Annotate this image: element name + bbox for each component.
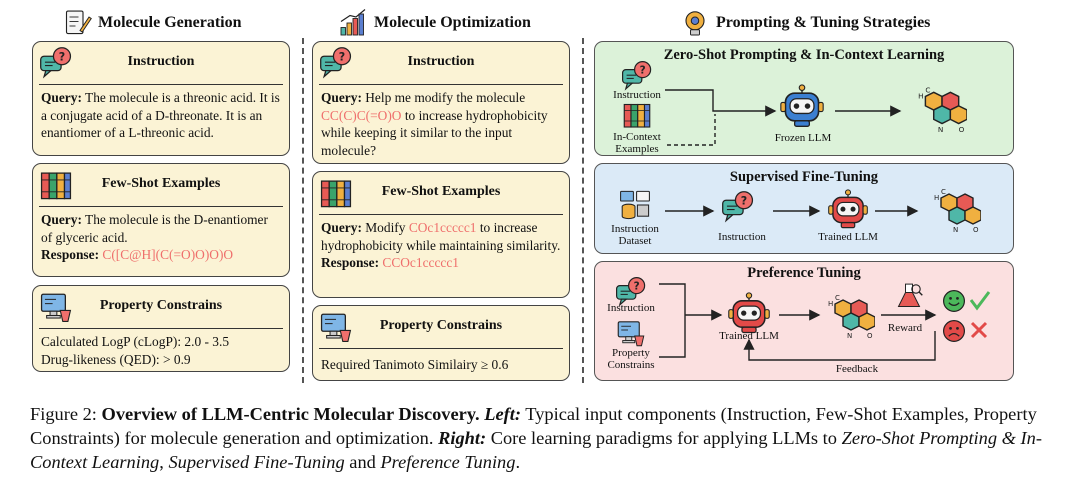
column-title-optimization: Molecule Optimization [374,14,531,31]
card-title: Property Constrains [99,298,223,313]
trained-llm-robot-icon [727,292,771,334]
instruction-chat-icon [615,277,646,306]
optimization-property-body: Required Tanimoto Similairy ≥ 0.6 [321,357,509,372]
generation-instruction-card: Instruction Query: The molecule is a thr… [32,41,290,156]
preference-flow [615,277,991,361]
card-title: Few-Shot Examples [101,176,221,191]
figure-caption: Figure 2: Overview of LLM-Centric Molecu… [30,404,1043,472]
instruction-chat-icon [621,60,652,90]
sft-panel: Supervised Fine-Tuning Instruction Datas… [594,163,1014,254]
generation-property-card: Property Constrains Calculated LogP (cLo… [32,285,290,372]
generation-fewshot-card: Few-Shot Examples Query: The molecule is… [32,163,290,277]
response-smiles: CCOc1ccccc1 [382,255,459,270]
label-instruction: Instruction [718,231,766,243]
label-feedback: Feedback [835,363,879,375]
generation-query: Query: The molecule is a threonic acid. … [41,90,280,140]
label-in-context-examples: In-Context Examples [613,131,661,155]
label-instruction: Instruction [607,302,655,314]
sft-flow [620,187,981,235]
zero-shot-panel: Zero-Shot Prompting & In-Context Learnin… [594,41,1014,156]
query-smiles: CC(C)C(=O)O [321,107,402,123]
card-title: Instruction [127,54,195,69]
optimization-instruction-card: Instruction Query: Help me modify the mo… [312,41,570,164]
check-icon [969,291,991,311]
column-title-generation: Molecule Generation [98,14,242,31]
instruction-chat-icon [722,191,754,222]
molecule-icon [917,84,967,135]
generation-fewshot-body: Query: The molecule is the D-enantiomer … [41,212,268,262]
label-frozen-llm: Frozen LLM [774,132,832,144]
smile-face-icon [942,289,966,313]
label-instruction-dataset: Instruction Dataset [611,223,659,247]
label-trained-llm: Trained LLM [719,330,779,342]
fewshot-smiles: COc1ccccc1 [408,220,477,235]
preference-panel: Preference Tuning Instruction Property C… [594,261,1014,381]
molecule-icon [827,293,875,341]
label-reward: Reward [887,322,923,334]
header-strategies: Prompting & Tuning Strategies [680,8,930,38]
label-instruction: Instruction [613,89,661,101]
frown-face-icon [942,319,966,343]
cross-icon [970,321,988,339]
reward-flask-icon [897,283,923,308]
panel-title: Zero-Shot Prompting & In-Context Learnin… [663,47,945,63]
generation-property-body: Calculated LogP (cLogP): 2.0 - 3.5 Drug-… [41,334,230,367]
molecule-icon [933,187,981,235]
examples-books-icon [623,103,651,128]
column-title-strategies: Prompting & Tuning Strategies [716,14,931,31]
zero-shot-flow [621,60,967,146]
card-title: Property Constrains [379,318,503,333]
column-divider-right [582,38,584,383]
label-property-constrains: Property Constrains [607,347,655,371]
column-divider-left [302,38,304,383]
header-molecule-generation: Molecule Generation [62,8,242,38]
label-trained-llm: Trained LLM [818,231,878,243]
optimization-query: Query: Help me modify the molecule CC(C)… [321,90,548,158]
optimization-fewshot-body: Query: Modify COc1ccccc1 to increase hyd… [321,220,561,270]
dataset-icon [620,190,650,220]
header-molecule-optimization: Molecule Optimization [338,8,531,38]
constraints-icon [617,321,645,347]
lightbulb-gear-icon [685,11,705,36]
optimization-fewshot-card: Few-Shot Examples Query: Modify COc1cccc… [312,171,570,298]
trained-llm-robot-icon [827,189,869,229]
panel-title: Preference Tuning [747,265,861,281]
frozen-llm-robot-icon [780,84,824,128]
response-smiles: C([C@H](C(=O)O)O)O [102,247,234,262]
panel-title: Supervised Fine-Tuning [729,169,879,185]
notebook-pencil-icon [65,10,92,35]
card-title: Few-Shot Examples [381,184,501,199]
chart-growth-icon [340,9,366,36]
optimization-property-card: Property Constrains Required Tanimoto Si… [312,305,570,381]
card-title: Instruction [407,54,475,69]
